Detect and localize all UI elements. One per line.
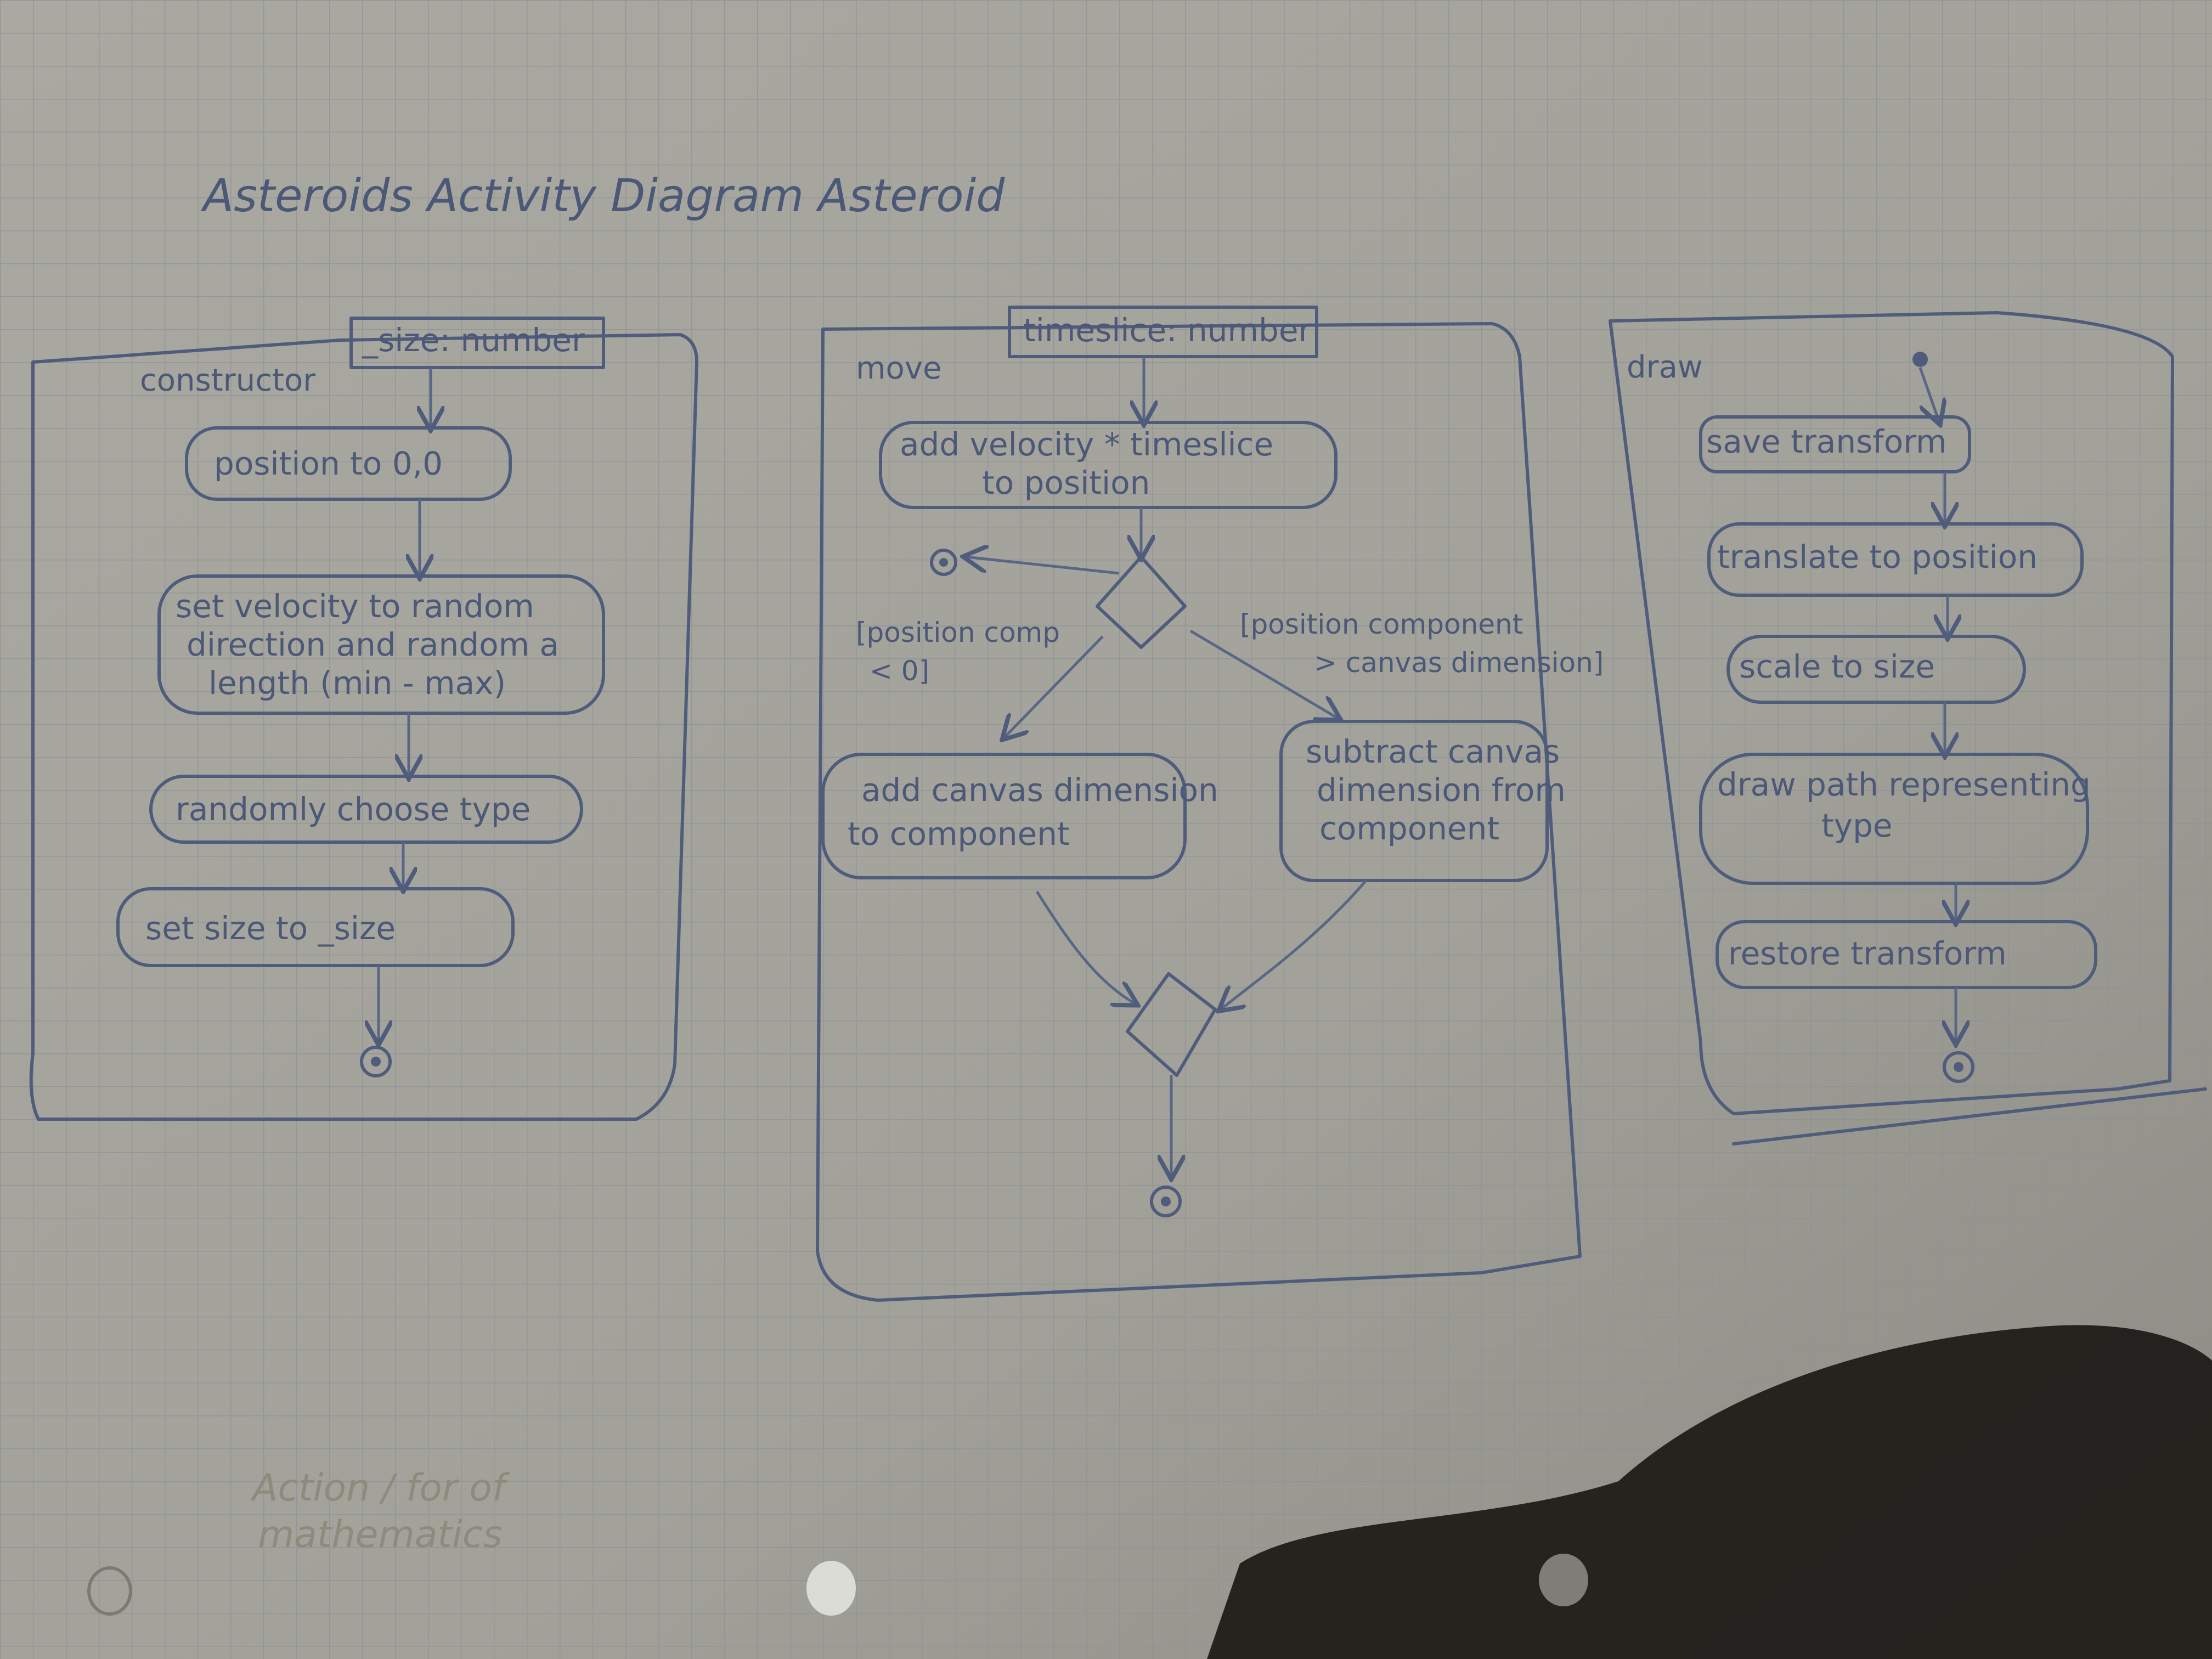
- action-add-canvas-line2: to component: [848, 815, 1070, 853]
- move-early-end-node: [930, 549, 957, 576]
- move-panel: move timeslice: number add velocity * ti…: [816, 306, 1604, 1302]
- action-draw-path: [1699, 753, 2089, 885]
- faint-note-line2: mathematics: [258, 1513, 503, 1556]
- action-set-velocity-line3: length (min - max): [208, 664, 506, 702]
- guard-overflow-line2: > canvas dimension]: [1314, 647, 1604, 679]
- action-translate-label: translate to position: [1717, 538, 2038, 575]
- constructor-frame: [29, 333, 698, 1121]
- action-add-canvas-line1: add canvas dimension: [861, 771, 1218, 809]
- action-scale: [1726, 635, 2026, 704]
- action-set-size-label: set size to _size: [145, 910, 396, 947]
- action-position-to-origin-label: position to 0,0: [214, 445, 443, 482]
- action-add-canvas-dimension: [821, 753, 1187, 879]
- action-set-velocity-line2: direction and random a: [187, 626, 559, 663]
- draw-label: draw: [1627, 349, 1703, 385]
- action-restore-transform: [1716, 920, 2097, 989]
- action-set-size: [116, 887, 515, 967]
- action-subtract-line2: dimension from: [1317, 771, 1566, 809]
- constructor-end-node: [360, 1046, 392, 1077]
- constructor-param: _size: number: [362, 321, 585, 359]
- binder-hole-left: [87, 1566, 132, 1616]
- guard-negative-line1: [position comp: [856, 617, 1060, 648]
- diagram-title: Asteroids Activity Diagram Asteroid: [200, 170, 1005, 222]
- action-draw-path-line1: draw path representing: [1717, 766, 2091, 803]
- hand-shadow: [1207, 1325, 2212, 1659]
- binder-hole-middle: [806, 1561, 856, 1616]
- action-position-to-origin: [185, 426, 512, 501]
- action-add-velocity-line2: to position: [982, 464, 1150, 501]
- move-label: move: [856, 351, 941, 386]
- action-choose-type: [149, 775, 583, 844]
- guard-overflow-line1: [position component: [1240, 608, 1523, 640]
- move-param-box: [1008, 306, 1318, 358]
- action-translate: [1707, 522, 2084, 597]
- action-set-velocity-line1: set velocity to random: [176, 588, 534, 625]
- guard-negative-line2: < 0]: [870, 655, 929, 687]
- constructor-label: constructor: [140, 363, 316, 398]
- binder-hole-right: [1539, 1554, 1588, 1606]
- action-add-velocity: [879, 421, 1338, 509]
- draw-initial-node: [1912, 352, 1928, 367]
- draw-frame: [1609, 311, 2174, 1115]
- action-restore-transform-label: restore transform: [1728, 935, 2007, 972]
- draw-end-node: [1943, 1051, 1974, 1083]
- action-draw-path-line2: type: [1821, 807, 1893, 844]
- action-add-velocity-line1: add velocity * timeslice: [900, 426, 1273, 463]
- move-param: timeslice: number: [1023, 312, 1312, 349]
- constructor-param-box: [349, 317, 605, 369]
- faint-note-line1: Action / for of: [250, 1466, 510, 1510]
- constructor-panel: constructor _size: number position to 0,…: [29, 317, 698, 1121]
- move-end-node: [1150, 1186, 1182, 1217]
- action-set-velocity: [157, 574, 605, 715]
- action-save-transform: [1699, 415, 1971, 473]
- action-subtract-line3: component: [1319, 810, 1499, 847]
- action-scale-label: scale to size: [1739, 648, 1935, 685]
- merge-node: [1126, 972, 1217, 1077]
- move-frame: [816, 322, 1582, 1302]
- action-subtract-canvas-dimension: [1279, 720, 1549, 882]
- action-choose-type-label: randomly choose type: [176, 791, 531, 828]
- draw-panel: draw save transform translate to positio…: [1609, 311, 2207, 1146]
- action-save-transform-label: save transform: [1706, 423, 1947, 460]
- action-subtract-line1: subtract canvas: [1306, 733, 1560, 770]
- decision-node: [1096, 555, 1187, 649]
